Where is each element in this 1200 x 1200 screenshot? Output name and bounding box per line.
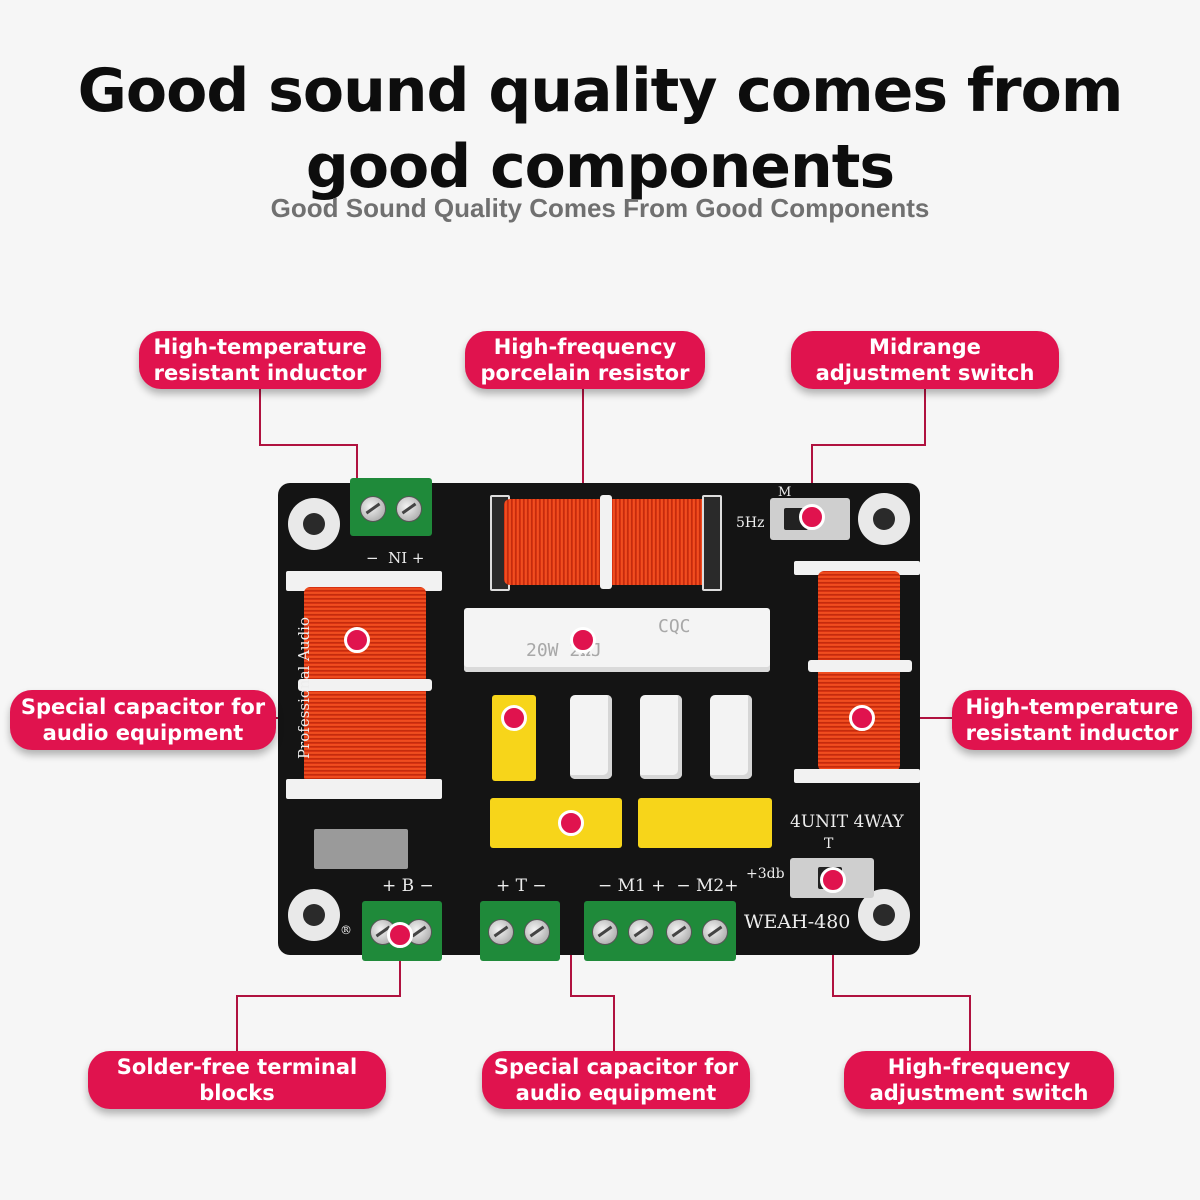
cable-tie xyxy=(298,679,432,691)
porcelain-resistor: CQC 20W 2ΩJ xyxy=(464,608,770,672)
subtitle: Good Sound Quality Comes From Good Compo… xyxy=(270,193,930,223)
headline-line-1: Good sound quality comes from xyxy=(77,56,1124,126)
white-capacitor xyxy=(570,695,612,779)
unit-text: 4UNIT 4WAY xyxy=(790,812,904,832)
mounting-hole-tr xyxy=(858,493,910,545)
terminal-label-b: + B − xyxy=(382,876,434,896)
inductor-bobbin-right xyxy=(702,495,722,591)
terminal-block-t[interactable] xyxy=(480,901,560,961)
pointer-dot-mid-switch xyxy=(799,504,825,530)
pointer-dot-right-inductor xyxy=(849,705,875,731)
screw-icon xyxy=(396,496,422,522)
hf-switch-value: +3db xyxy=(746,866,785,882)
registered-mark: ® xyxy=(340,923,352,937)
white-capacitor xyxy=(710,695,752,779)
screw-icon xyxy=(488,919,514,945)
cable-tie xyxy=(600,495,612,589)
mid-switch-label: M xyxy=(778,485,792,500)
model-number: WEAH-480 xyxy=(744,911,851,933)
leader-bottom-left xyxy=(236,935,401,1052)
right-inductor-bottom-flange xyxy=(794,769,920,783)
white-capacitor xyxy=(640,695,682,779)
mounting-hole-bl xyxy=(288,889,340,941)
hf-switch-label: T xyxy=(824,836,834,852)
terminal-label-m: − M1 + − M2+ xyxy=(598,876,739,896)
headline-line-2: good components xyxy=(305,132,895,202)
left-inductor-top-flange xyxy=(286,571,442,591)
screw-icon xyxy=(360,496,386,522)
pointer-dot-terminal xyxy=(387,922,413,948)
pointer-dot-small-capacitor xyxy=(501,705,527,731)
mid-switch-freq: 5Hz xyxy=(736,515,765,531)
side-text: Professional Audio xyxy=(295,616,313,760)
yellow-capacitor-large xyxy=(638,798,772,848)
left-inductor-bottom-flange xyxy=(286,779,442,799)
screw-icon xyxy=(592,919,618,945)
screw-icon xyxy=(666,919,692,945)
yellow-capacitor-large xyxy=(490,798,622,848)
pointer-dot-resistor xyxy=(570,627,596,653)
screw-icon xyxy=(628,919,654,945)
screw-icon xyxy=(524,919,550,945)
leader-top-right xyxy=(811,388,926,517)
mounting-hole-tl xyxy=(288,498,340,550)
resistor-text-1: CQC xyxy=(658,616,691,637)
crossover-board: − NI + M 5Hz Professional Audio CQC 20W … xyxy=(278,478,920,961)
screw-icon xyxy=(702,919,728,945)
terminal-label-t: + T − xyxy=(496,876,547,896)
input-label: − NI + xyxy=(366,549,425,567)
pointer-dot-left-inductor xyxy=(344,627,370,653)
pointer-dot-large-capacitor xyxy=(558,810,584,836)
terminal-block-m[interactable] xyxy=(584,901,736,961)
input-terminal-block[interactable] xyxy=(350,478,432,536)
pointer-dot-hf-switch xyxy=(820,867,846,893)
mounting-hole-br xyxy=(858,889,910,941)
cable-tie xyxy=(808,660,912,672)
relay-component xyxy=(314,829,408,869)
